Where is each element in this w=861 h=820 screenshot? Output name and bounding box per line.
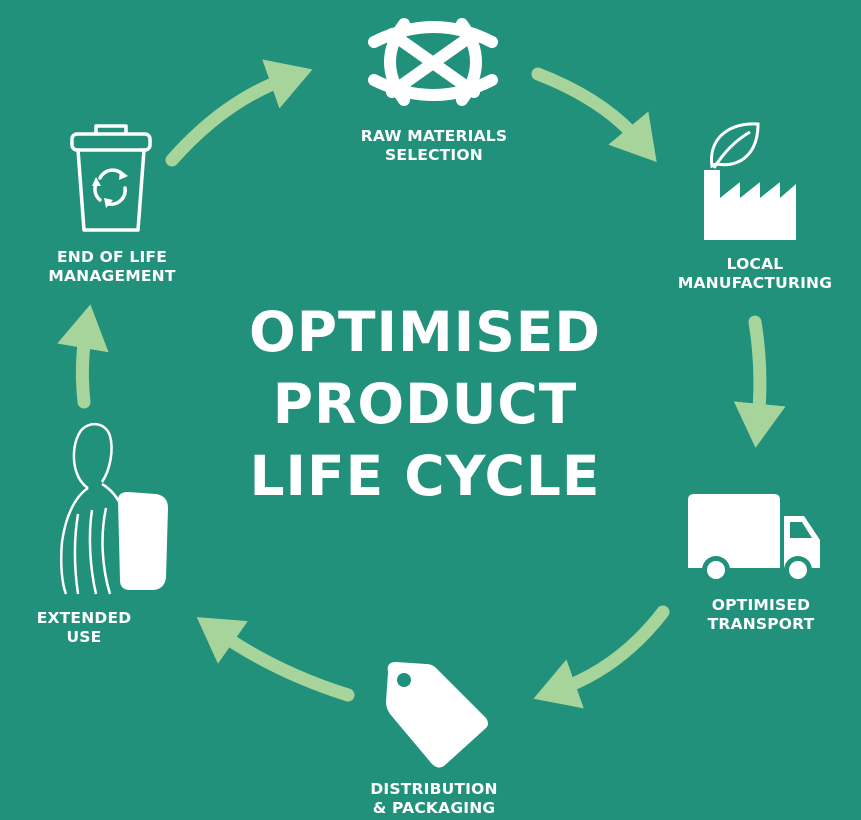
distribution-label-line2: & PACKAGING	[372, 799, 496, 817]
arrow-transport-to-distribution	[533, 605, 670, 709]
extended-use-label-line2: USE	[66, 628, 102, 646]
end-of-life-label: END OF LIFE MANAGEMENT	[20, 248, 204, 286]
distribution-label-line1: DISTRIBUTION	[370, 780, 498, 798]
raw-materials-label-line1: RAW MATERIALS	[360, 127, 508, 145]
truck-icon	[688, 494, 820, 584]
extended-use-label: EXTENDED USE	[14, 609, 154, 647]
raw-materials-label: RAW MATERIALS SELECTION	[334, 127, 534, 165]
arrow-extended-use-to-end-of-life	[57, 304, 109, 409]
distribution-label: DISTRIBUTION & PACKAGING	[334, 780, 534, 818]
arrow-distribution-to-extended-use	[196, 617, 355, 702]
manufacturing-label-line2: MANUFACTURING	[677, 274, 833, 292]
recycling-bin-icon	[70, 124, 152, 232]
title-line1: OPTIMISED	[248, 300, 602, 364]
price-tag-icon	[386, 662, 488, 768]
raw-materials-label-line2: SELECTION	[385, 146, 483, 164]
title-line2: PRODUCT	[272, 372, 578, 436]
arrow-end-of-life-to-raw-materials	[165, 59, 313, 167]
arrow-manufacturing-to-transport	[733, 315, 786, 448]
transport-label-line1: OPTIMISED	[711, 596, 811, 614]
title-line3: LIFE CYCLE	[249, 444, 601, 508]
transport-label-line2: TRANSPORT	[707, 615, 815, 633]
arrow-raw-materials-to-manufacturing	[531, 67, 657, 162]
end-of-life-label-line1: END OF LIFE	[56, 248, 167, 266]
manufacturing-label-line1: LOCAL	[726, 255, 784, 273]
person-backpack-icon	[59, 423, 168, 595]
extended-use-label-line1: EXTENDED	[36, 609, 132, 627]
factory-leaf-icon	[704, 122, 796, 240]
manufacturing-label: LOCAL MANUFACTURING	[650, 255, 860, 293]
woven-fibres-icon	[368, 18, 498, 106]
diagram-title: OPTIMISED PRODUCT LIFE CYCLE	[200, 296, 650, 512]
transport-label: OPTIMISED TRANSPORT	[676, 596, 846, 634]
end-of-life-label-line2: MANAGEMENT	[48, 267, 176, 285]
